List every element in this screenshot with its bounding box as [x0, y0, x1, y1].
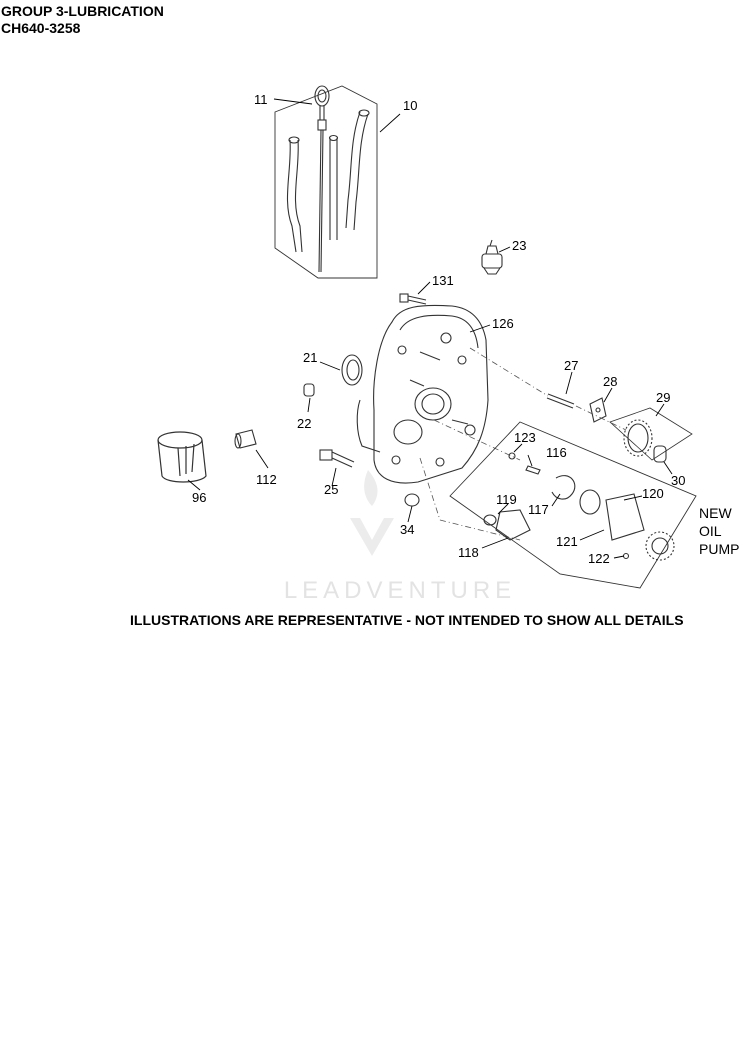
- callout-116: 116: [546, 445, 567, 460]
- dipstick-tube-icon: [286, 139, 303, 253]
- callout-126: 126: [492, 316, 514, 331]
- callout-96: 96: [192, 490, 206, 505]
- callout-27: 27: [564, 358, 578, 373]
- bracket-icon: [589, 397, 607, 423]
- callout-21: 21: [303, 350, 317, 365]
- check-ball-icon: [508, 452, 516, 460]
- callout-112: 112: [256, 472, 277, 487]
- spring-icon: [525, 465, 541, 475]
- oil-pump-gear-icon: [609, 407, 693, 463]
- callout-131: 131: [432, 273, 454, 288]
- callout-23: 23: [512, 238, 526, 253]
- callout-28: 28: [603, 374, 617, 389]
- gasket-icon: [551, 475, 576, 500]
- watermark-text: LEADVENTURE: [284, 577, 516, 604]
- dipstick-handle-icon: [314, 85, 330, 107]
- exploded-parts-diagram: LEADVENTURE: [157, 85, 739, 604]
- callout-118: 118: [458, 545, 479, 560]
- pickup-screen-icon: [495, 509, 531, 541]
- o-ring-icon: [404, 493, 420, 507]
- oil-seal-icon: [341, 354, 363, 386]
- disclaimer-text: ILLUSTRATIONS ARE REPRESENTATIVE - NOT I…: [130, 612, 684, 628]
- callout-29: 29: [656, 390, 670, 405]
- new-oil-pump-label-line1: NEW: [699, 505, 732, 521]
- dipstick-assembly: [274, 85, 378, 279]
- callout-121: 121: [556, 534, 578, 549]
- callout-34: 34: [400, 522, 414, 537]
- crankcase-cover-icon: [356, 304, 489, 484]
- callout-123: 123: [514, 430, 536, 445]
- callout-25: 25: [324, 482, 338, 497]
- pump-rotor-icon: [579, 489, 601, 515]
- pump-shaft-icon: [546, 393, 575, 409]
- callout-117: 117: [528, 502, 549, 517]
- oil-filter-nipple-icon: [234, 429, 257, 449]
- new-oil-pump-label-line3: PUMP: [699, 541, 739, 557]
- oil-pressure-sensor-icon: [481, 239, 503, 275]
- pickup-o-ring-icon: [483, 514, 497, 526]
- dowel-pin-icon: [303, 383, 315, 397]
- model-code: CH640-3258: [1, 20, 81, 36]
- callout-30: 30: [671, 473, 685, 488]
- bolt-icon: [399, 293, 427, 305]
- callout-10: 10: [403, 98, 417, 113]
- callout-22: 22: [297, 416, 311, 431]
- watermark-logo-icon: [350, 470, 394, 556]
- new-oil-pump-parts: [483, 452, 675, 561]
- callout-119: 119: [496, 492, 517, 507]
- new-oil-pump-label-line2: OIL: [699, 523, 722, 539]
- pump-screw-icon: [622, 552, 630, 560]
- callout-11: 11: [254, 92, 268, 107]
- new-oil-pump-panel: [449, 421, 697, 589]
- leader-lines: [187, 98, 673, 559]
- pump-cover-icon: [605, 493, 645, 541]
- callout-122: 122: [588, 551, 610, 566]
- page-title: GROUP 3-LUBRICATION: [1, 3, 164, 19]
- oil-filter-icon: [157, 431, 207, 483]
- mounting-bolt-icon: [319, 449, 355, 468]
- pump-gear-icon: [645, 531, 675, 561]
- callout-120: 120: [642, 486, 664, 501]
